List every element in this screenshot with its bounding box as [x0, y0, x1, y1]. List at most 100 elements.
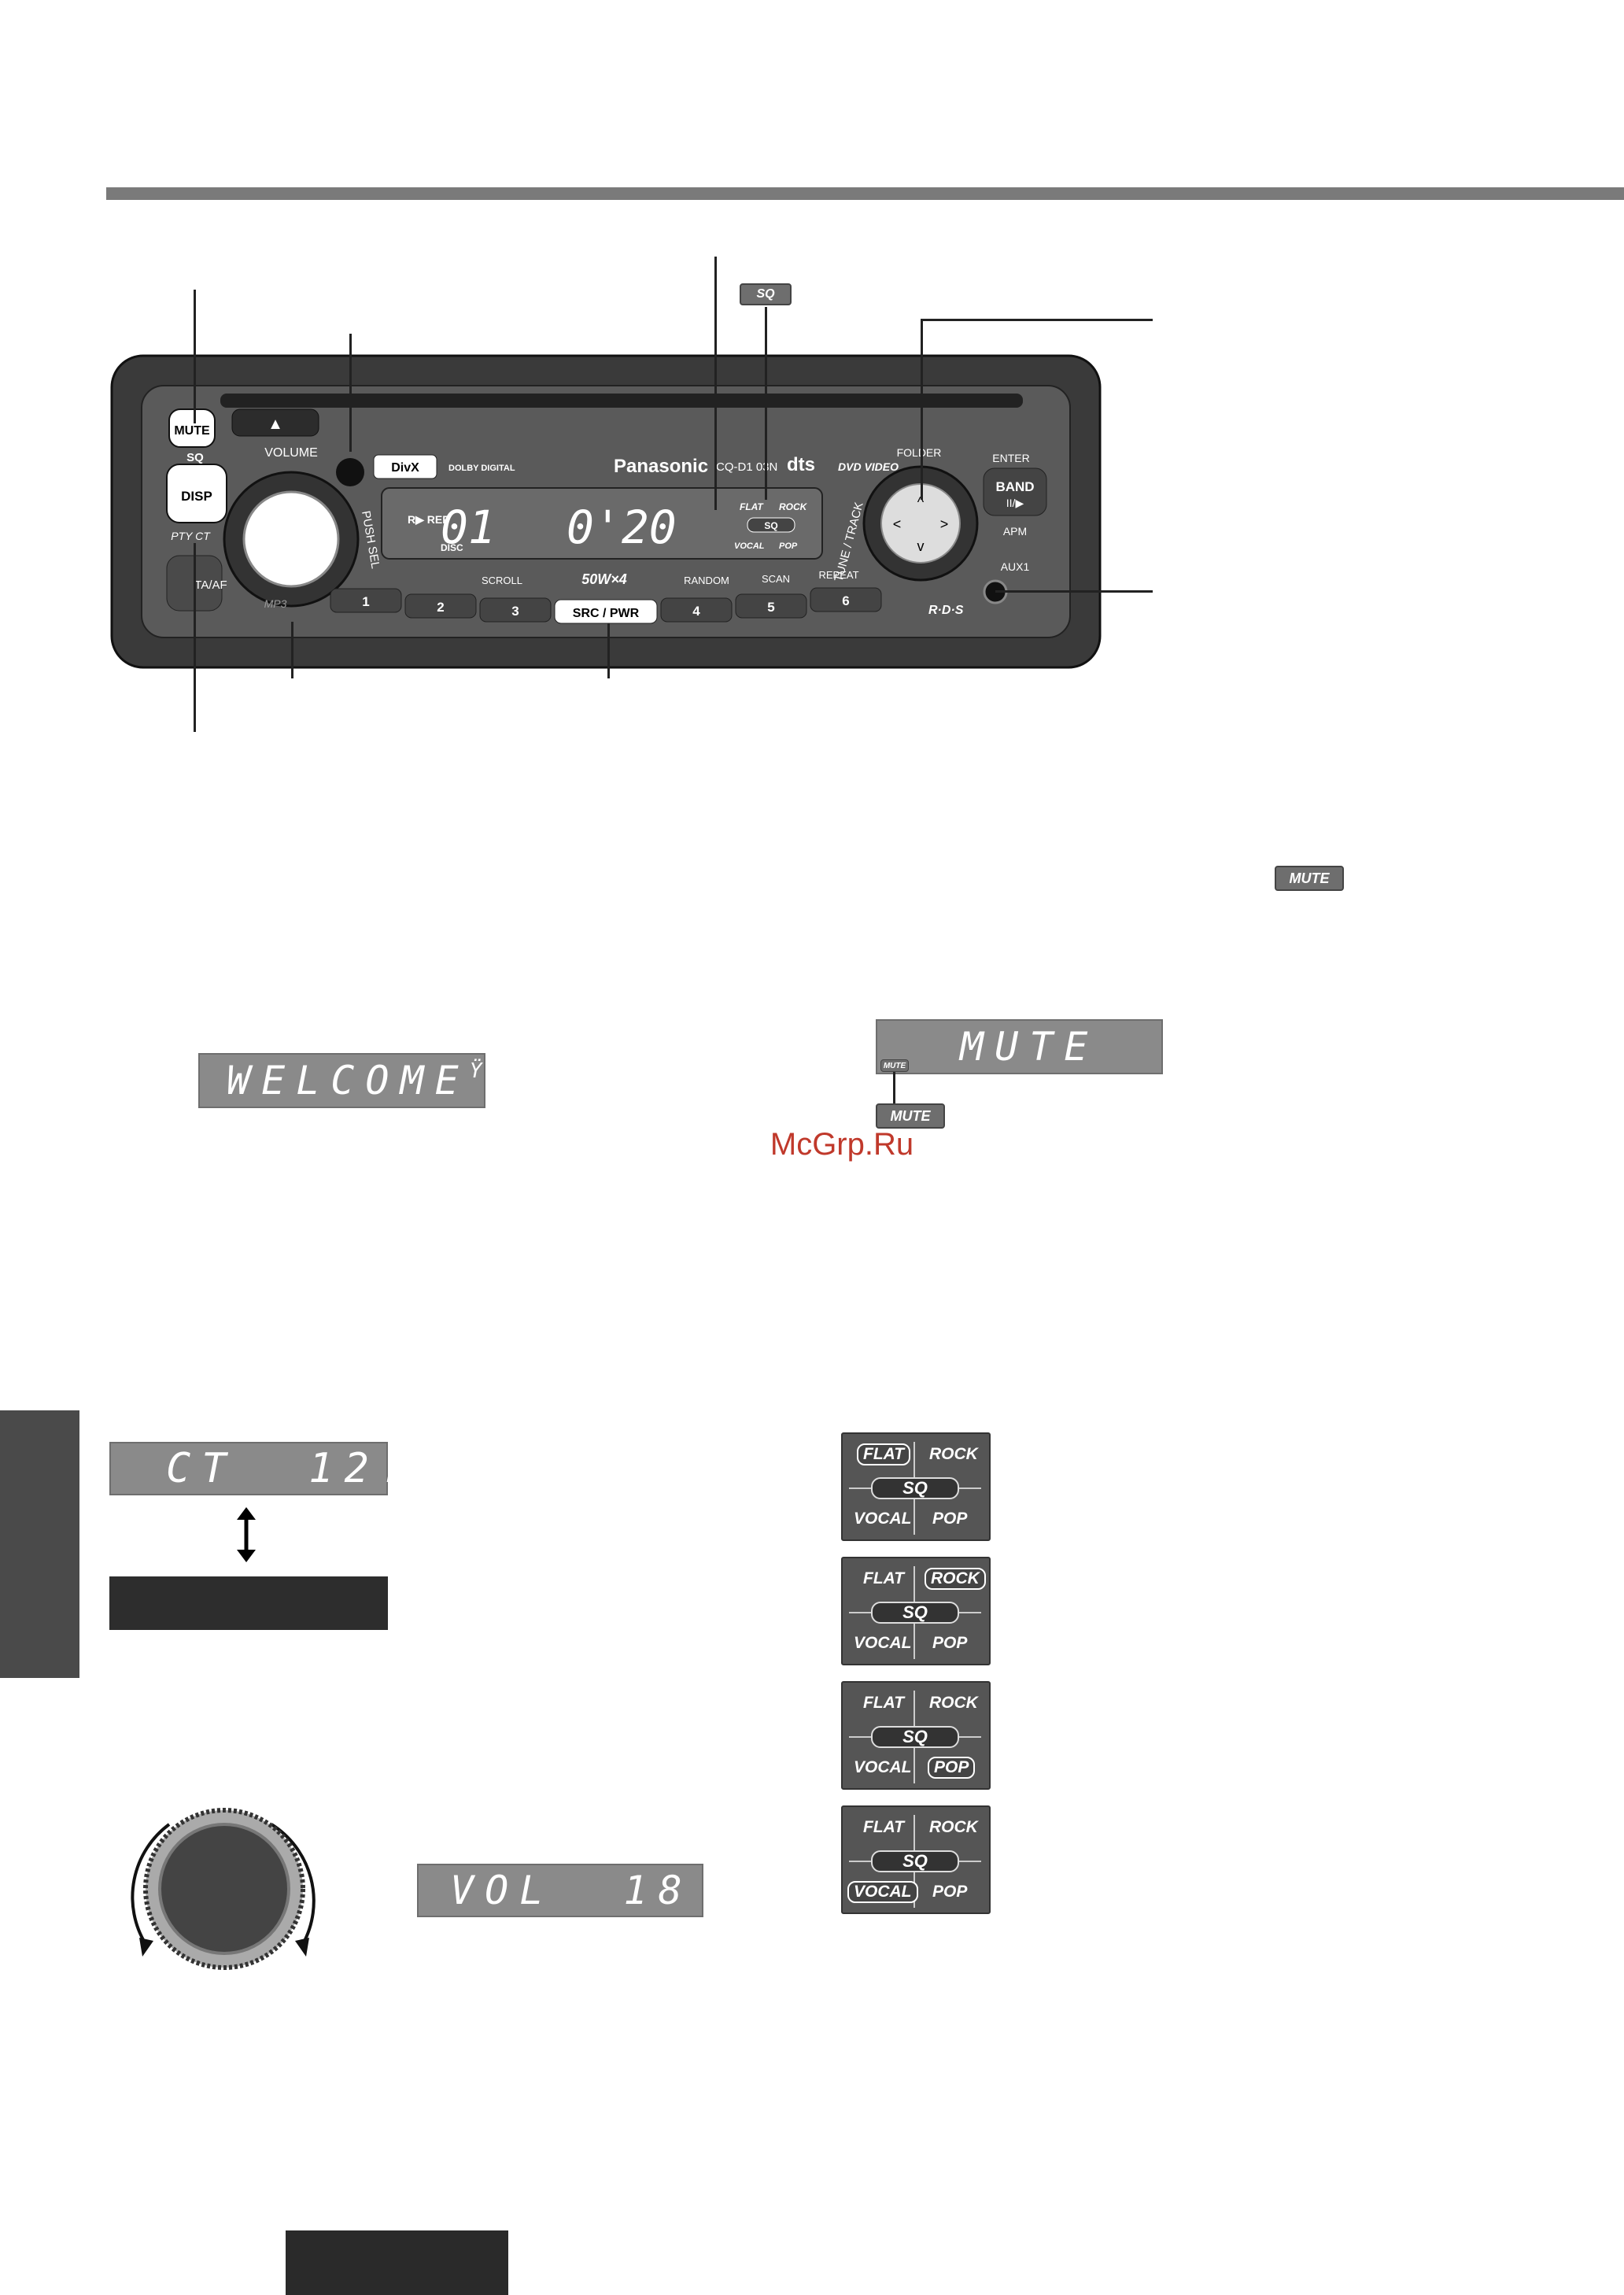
band-label: BAND	[995, 479, 1034, 494]
eject-button	[231, 408, 319, 437]
dvd-logo: DVD VIDEO	[838, 460, 899, 473]
callout-joystick-hline	[921, 319, 1153, 321]
remote-sensor	[336, 458, 364, 486]
scan-label: SCAN	[762, 573, 790, 585]
pty-ct-label: PTY CT	[171, 530, 211, 542]
repeat-label: REPEAT	[818, 569, 858, 581]
callout-disp-line	[194, 543, 196, 732]
mute-button-label: MUTE	[174, 424, 210, 438]
sq-preset-rock-center: SQ	[871, 1602, 959, 1624]
lcd-welcome: WELCOME Ÿ	[198, 1053, 485, 1108]
joystick-down-icon: v	[917, 538, 925, 554]
model-label: CQ-D1 03N	[716, 460, 777, 474]
enter-label: ENTER	[992, 452, 1029, 464]
mp3-label: MP3	[264, 597, 287, 610]
knob-inner	[158, 1823, 290, 1955]
rotate-left-arc	[131, 1823, 171, 1946]
side-tab	[0, 1410, 79, 1678]
sq-preset-flat-vocal: VOCAL	[854, 1510, 912, 1528]
sq-preset-rock-rock: ROCK	[925, 1568, 986, 1590]
dts-logo: dts	[787, 454, 815, 475]
play-pause-label: II/▶	[1006, 497, 1024, 509]
folder-label: FOLDER	[897, 446, 942, 459]
sq-preset-vocal-flat: FLAT	[863, 1818, 905, 1836]
page-number-tab	[286, 2230, 508, 2295]
sq-preset-pop-rock: ROCK	[929, 1694, 978, 1712]
preset-6	[810, 587, 882, 612]
sq-preset-flat-center: SQ	[871, 1477, 959, 1499]
preset-5	[735, 593, 807, 619]
toggle-arrow-icon	[237, 1507, 256, 1562]
lcd-volume: VOL 18	[417, 1864, 703, 1917]
callout-sensor-line	[349, 334, 352, 452]
sq-preset-rock-pop: POP	[932, 1634, 968, 1652]
callout-mute-line	[194, 290, 196, 423]
sq-preset-vocal-vocal: VOCAL	[847, 1881, 918, 1903]
lcd-blank	[109, 1576, 388, 1630]
dolby-logo: DOLBY DIGITAL	[448, 464, 515, 473]
display-sq-rock: ROCK	[779, 501, 808, 512]
sq-preset-vocal: FLAT ROCK SQ VOCAL POP	[841, 1805, 991, 1914]
display-rep: R▶ REP	[408, 513, 450, 526]
lcd-mute-badge: MUTE	[876, 1103, 945, 1129]
eject-icon: ▲	[268, 416, 283, 433]
power-rating: 50W×4	[581, 571, 627, 587]
disp-button	[166, 464, 227, 523]
sq-preset-pop: FLAT ROCK SQ VOCAL POP	[841, 1681, 991, 1790]
joystick-up-icon: ^	[917, 494, 925, 510]
rotate-left-arrow-icon	[139, 1938, 153, 1957]
sq-label: SQ	[186, 451, 204, 464]
sq-preset-flat-rock: ROCK	[929, 1445, 978, 1463]
sq-preset-pop-center: SQ	[871, 1726, 959, 1748]
lcd-clock: CT 12:35	[109, 1442, 476, 1495]
lcd-mute-text: MUTE	[960, 1024, 1099, 1070]
sq-preset-rock-flat: FLAT	[863, 1569, 905, 1587]
ta-af-label: TA/AF	[194, 578, 227, 592]
callout-volume-line	[291, 622, 293, 678]
volume-knob	[242, 490, 340, 588]
preset-1-label: 1	[362, 594, 369, 609]
divx-logo-label: DivX	[391, 461, 419, 475]
divx-logo	[373, 454, 437, 479]
volume-label: VOLUME	[264, 446, 318, 460]
disc-slot	[220, 394, 1023, 408]
preset-3-label: 3	[511, 604, 519, 619]
preset-6-label: 6	[842, 593, 849, 608]
scroll-label: SCROLL	[482, 575, 522, 586]
src-pwr-button	[554, 599, 658, 624]
apm-label: APM	[1003, 525, 1027, 538]
sq-badge: SQ	[740, 283, 792, 305]
rotate-right-arc	[270, 1823, 316, 1945]
sq-preset-pop-pop: POP	[928, 1757, 976, 1779]
band-button	[983, 468, 1047, 516]
aux1-label: AUX1	[1001, 560, 1030, 573]
sq-preset-pop-flat: FLAT	[863, 1694, 905, 1712]
display-sq-center-box	[747, 517, 795, 533]
watermark: McGrp.Ru	[770, 1127, 914, 1162]
display-sq-pop: POP	[779, 541, 798, 551]
joystick-left-icon: <	[893, 516, 902, 532]
preset-3	[479, 597, 552, 623]
callout-joystick-vline	[921, 319, 923, 500]
display-disc: DISC	[441, 542, 463, 553]
sq-preset-flat-flat: FLAT	[857, 1443, 911, 1465]
brand-logo: Panasonic	[614, 456, 708, 477]
rotate-right-arrow-icon	[295, 1938, 309, 1957]
lcd-clock-text: CT 12:35	[166, 1445, 487, 1492]
display-sq-center: SQ	[764, 520, 777, 531]
mute-button	[168, 408, 216, 448]
callout-display-line	[714, 257, 717, 510]
preset-buttons: 1 2 3 SRC / PWR 4 5 6	[330, 587, 882, 624]
sq-preset-rock-vocal: VOCAL	[854, 1634, 912, 1652]
display-track: 01	[441, 501, 496, 554]
lcd-welcome-icon: Ÿ	[469, 1059, 482, 1083]
sq-preset-rock: FLAT ROCK SQ VOCAL POP	[841, 1557, 991, 1665]
faceplate-illustration: ▲ MUTE SQ DISP PTY CT TA/AF VOLUME MP3 P…	[110, 354, 1102, 669]
callout-aux-line	[995, 590, 1153, 593]
preset-5-label: 5	[767, 600, 774, 615]
preset-2	[404, 593, 477, 619]
sq-preset-vocal-center: SQ	[871, 1850, 959, 1872]
volume-knob-illustration	[131, 1808, 316, 1970]
lcd-mute-small-badge: MUTE	[880, 1059, 909, 1072]
display-sq-vocal: VOCAL	[734, 541, 765, 551]
